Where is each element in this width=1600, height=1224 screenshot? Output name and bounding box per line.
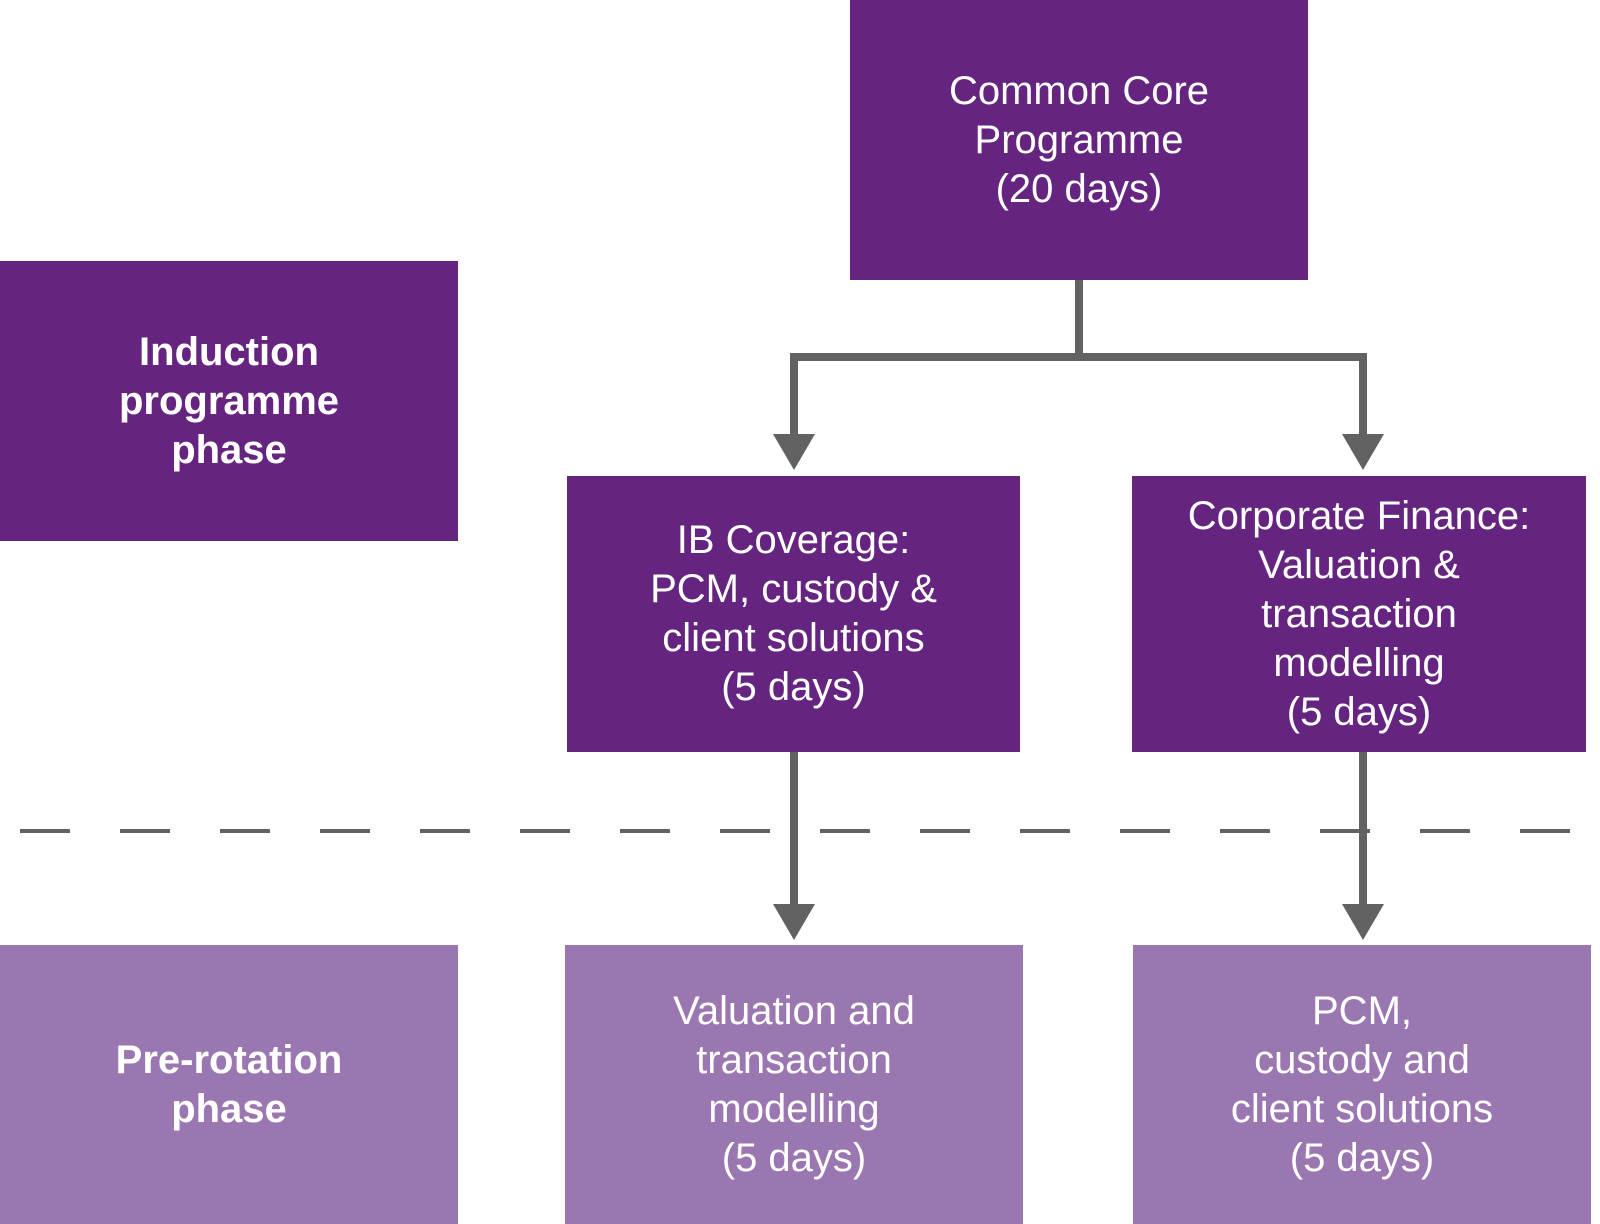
- ib-coverage-box: IB Coverage: PCM, custody & client solut…: [567, 476, 1020, 752]
- valuation-label: Valuation and transaction modelling (5 d…: [673, 988, 915, 1180]
- pcm-box: PCM, custody and client solutions (5 day…: [1133, 945, 1591, 1224]
- common-core-label: Common Core Programme (20 days): [948, 68, 1210, 211]
- connector-core-to-ib-coverage: [790, 280, 1083, 438]
- prerotation-phase-label: Pre-rotation phase: [115, 1037, 343, 1131]
- induction-phase-label: Induction programme phase: [118, 329, 340, 472]
- connector-core-to-corporate-finance: [1079, 353, 1367, 438]
- arrowhead-pcm: [1342, 904, 1384, 940]
- pcm-label: PCM, custody and client solutions (5 day…: [1230, 988, 1494, 1180]
- ib-coverage-label: IB Coverage: PCM, custody & client solut…: [650, 518, 937, 709]
- common-core-box: Common Core Programme (20 days): [850, 0, 1308, 280]
- arrowhead-ib-coverage: [773, 434, 815, 470]
- corporate-finance-label: Corporate Finance: Valuation & transacti…: [1187, 493, 1531, 734]
- arrowhead-valuation: [773, 904, 815, 940]
- arrowhead-corporate-finance: [1342, 434, 1384, 470]
- prerotation-phase-box: Pre-rotation phase: [0, 945, 458, 1224]
- corporate-finance-box: Corporate Finance: Valuation & transacti…: [1132, 476, 1586, 752]
- induction-phase-box: Induction programme phase: [0, 261, 458, 541]
- valuation-box: Valuation and transaction modelling (5 d…: [565, 945, 1023, 1224]
